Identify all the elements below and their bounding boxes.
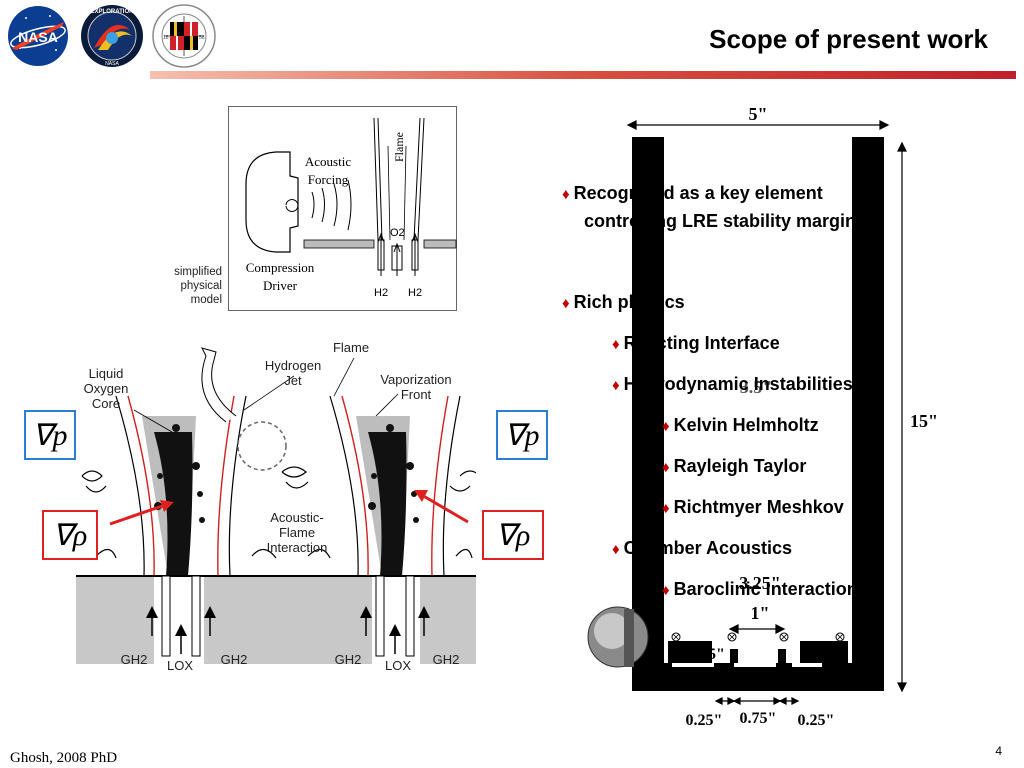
pressure-gradient-symbol-left: ∇p (24, 410, 76, 460)
lox-label-2: LOX (384, 658, 411, 673)
footer-citation: Ghosh, 2008 PhD (10, 750, 118, 766)
density-gradient-symbol-right: ∇ρ (482, 510, 544, 560)
afi-line-3: Interaction (266, 540, 328, 555)
half-inch-label: 0.5" (696, 646, 725, 663)
gh2-label-2: GH2 (220, 652, 248, 667)
chamber-width-label: 5" (749, 104, 768, 124)
loc-line-3: Core (91, 396, 121, 411)
chamber-inner2-label: 3.25" (739, 573, 781, 593)
bullet-diamond-icon: ♦ (562, 295, 570, 312)
bullet-3: ♦Hydrodynamic Instabilities (612, 374, 853, 395)
bullet-2: ♦Reacting Interface (612, 333, 780, 354)
bullet-0: ♦Recognized as a key element (562, 183, 823, 204)
pressure-gradient-symbol-right: ∇p (496, 410, 548, 460)
driver-label: Driver (263, 278, 298, 293)
bullet-0-line-1: Recognized as a key element (573, 183, 823, 203)
gap-right-label: 0.25" (798, 712, 835, 729)
combustion-chamber-diagram: 5" 15" 3.5" 3.25" 1" 0.5" 0.25" 0.75" 0.… (587, 104, 938, 729)
forcing-label: Forcing (308, 172, 349, 187)
bullet-3-text: Hydrodynamic Instabilities (623, 374, 853, 394)
loc-line-2: Oxygen (83, 381, 129, 396)
bullet-1-text: Rich physics (573, 292, 685, 312)
flame-region-label: Flame (332, 340, 370, 355)
model-label-line-1: simplified (174, 266, 222, 278)
bullet-7-text: Chamber Acoustics (623, 538, 793, 558)
loc-line-1: Liquid (88, 366, 124, 381)
gh2-label-1: GH2 (120, 652, 148, 667)
umd-year-right: 56 (199, 35, 205, 41)
model-label-line-2: physical (180, 280, 222, 292)
bullet-8: ♦Baroclinic Interactions (662, 579, 868, 600)
bullet-diamond-icon: ♦ (612, 377, 620, 394)
umd-year-left: 18 (163, 35, 169, 41)
vf-line-1: Vaporization (380, 372, 452, 387)
bullet-0-cont: controlling LRE stability margins (584, 211, 866, 232)
chamber-height-label: 15" (910, 411, 938, 431)
bullet-5-text: Rayleigh Taylor (673, 456, 807, 476)
flame-label: Flame (392, 132, 406, 162)
chamber-inner-label: 3.5" (740, 377, 773, 397)
umd-seal-icon: 18 56 (152, 4, 216, 68)
bullet-diamond-icon: ♦ (662, 418, 670, 435)
bullet-4: ♦Kelvin Helmholtz (662, 415, 819, 436)
page-title: Scope of present work (709, 24, 988, 54)
hj-line-1: Hydrogen (264, 358, 322, 373)
title-underline (150, 71, 1016, 79)
h2-right-label: H2 (408, 287, 422, 299)
bullet-diamond-icon: ♦ (562, 186, 570, 203)
exploration-logo-icon: EXPLORATION NASA (81, 5, 143, 67)
gap-center-label: 0.75" (740, 710, 777, 727)
page-number: 4 (995, 744, 1002, 758)
bullet-diamond-icon: ♦ (612, 541, 620, 558)
one-inch-label: 1" (751, 603, 770, 623)
lox-label-1: LOX (166, 658, 193, 673)
bullet-8-text: Baroclinic Interactions (673, 579, 868, 599)
bullet-5: ♦Rayleigh Taylor (662, 456, 806, 477)
density-gradient-symbol-left: ∇ρ (42, 510, 98, 560)
afi-line-2: Flame (278, 525, 316, 540)
coaxial-injector-diagram (76, 347, 476, 664)
gh2-label-3: GH2 (334, 652, 362, 667)
bullet-diamond-icon: ♦ (662, 459, 670, 476)
afi-line-1: Acoustic- (270, 510, 324, 525)
bullet-4-text: Kelvin Helmholtz (673, 415, 819, 435)
bullet-0-line-2: controlling LRE stability margins (584, 211, 867, 231)
nasa-wordmark: NASA (18, 29, 58, 45)
gap-left-label: 0.25" (686, 712, 723, 729)
exploration-text: EXPLORATION (91, 9, 134, 15)
bullet-diamond-icon: ♦ (612, 336, 620, 353)
bullet-6-text: Richtmyer Meshkov (673, 497, 844, 517)
bullet-2-text: Reacting Interface (623, 333, 780, 353)
nasa-logo-icon: NASA (8, 6, 68, 66)
hj-line-2: Jet (284, 373, 302, 388)
gh2-label-4: GH2 (432, 652, 460, 667)
bullet-diamond-icon: ♦ (662, 500, 670, 517)
bullet-7: ♦Chamber Acoustics (612, 538, 792, 559)
compression-label: Compression (246, 260, 315, 275)
bullet-diamond-icon: ♦ (662, 582, 670, 599)
hydrogen-jet-label: Hydrogen Jet (258, 358, 328, 388)
acoustic-label: Acoustic (305, 154, 351, 169)
bullet-1: ♦Rich physics (562, 292, 685, 313)
liquid-oxygen-core-label: Liquid Oxygen Core (78, 366, 134, 411)
acoustic-forcing-schematic: Acoustic Forcing Compression Driver Flam… (228, 106, 457, 311)
simplified-model-label: simplified physical model (160, 265, 222, 307)
vaporization-front-label: Vaporization Front (368, 372, 464, 402)
model-label-line-3: model (190, 294, 222, 306)
o2-label: O2 (390, 227, 405, 239)
bullet-6: ♦Richtmyer Meshkov (662, 497, 844, 518)
h2-left-label: H2 (374, 287, 388, 299)
vf-line-2: Front (400, 387, 432, 402)
acoustic-flame-interaction-label: Acoustic- Flame Interaction (254, 510, 340, 555)
exploration-nasa-text: NASA (105, 61, 119, 67)
